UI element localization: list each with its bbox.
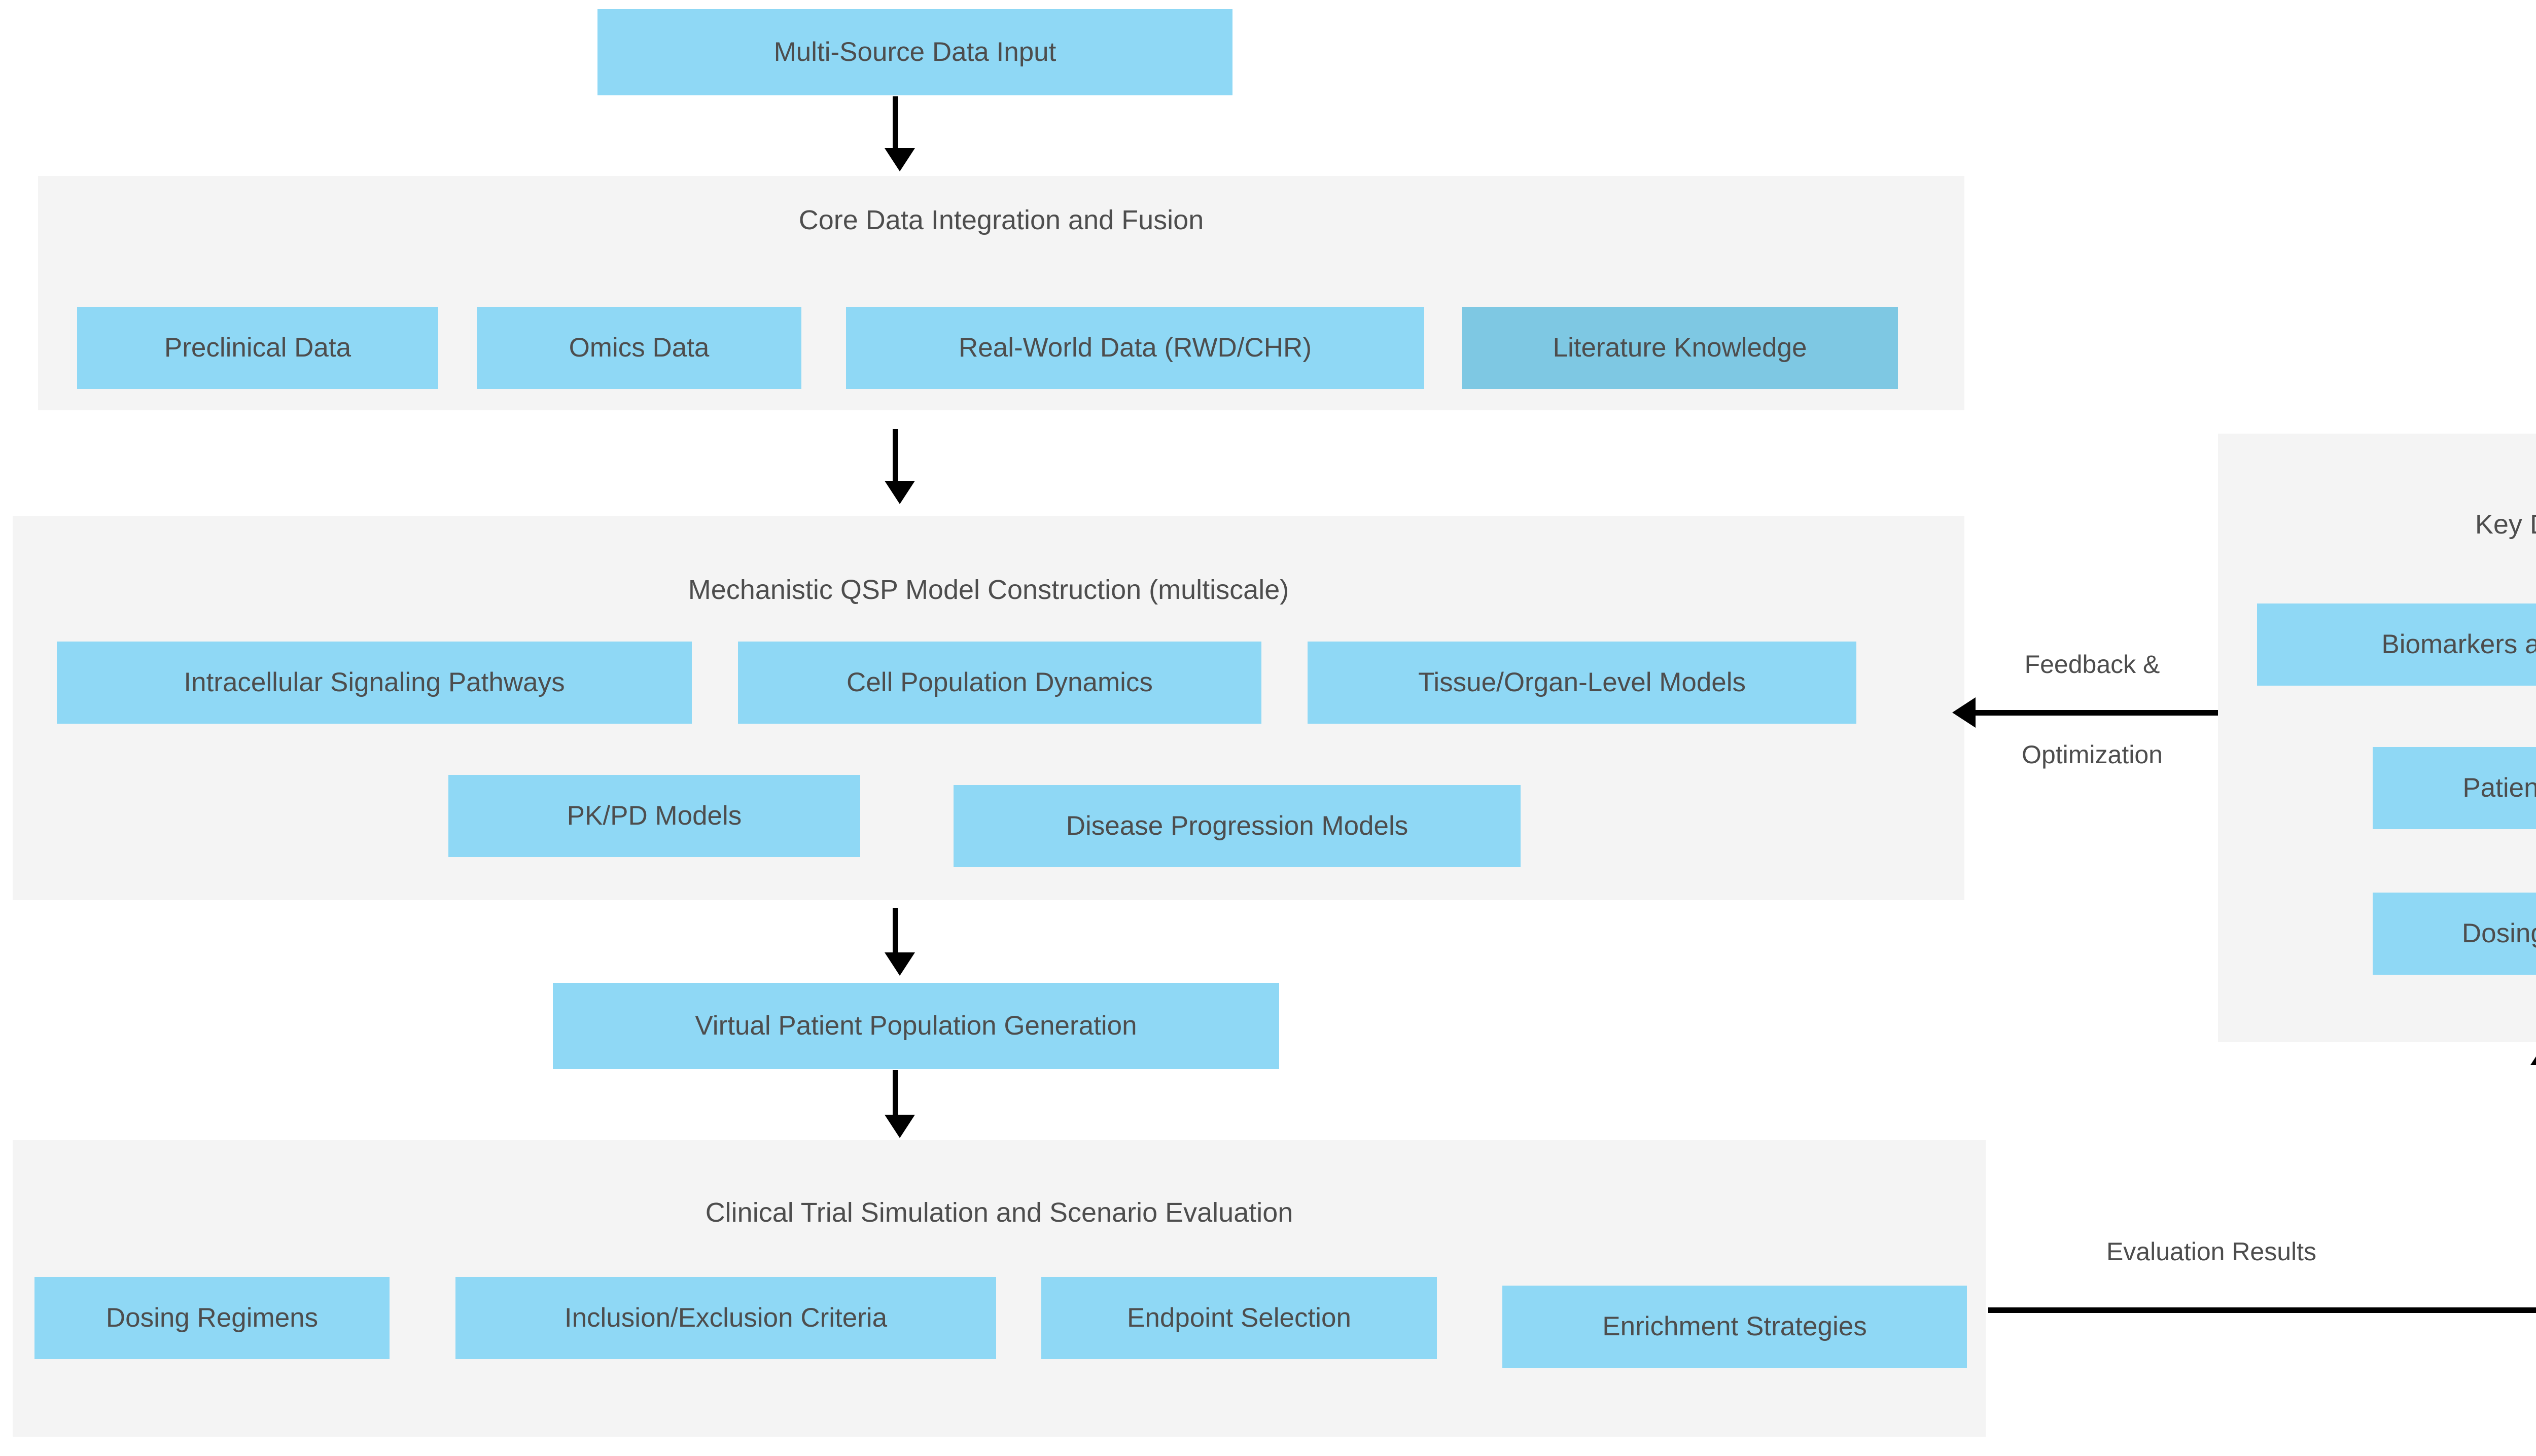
arrow-virtual-to-clinical-head bbox=[885, 1115, 915, 1138]
node-label: Multi-Source Data Input bbox=[773, 37, 1056, 67]
node-label: Disease Progression Models bbox=[1066, 810, 1408, 841]
node-dosing-regimens[interactable]: Dosing Regimens bbox=[34, 1277, 390, 1359]
node-patient-stratification[interactable]: Patient Stratification bbox=[2373, 747, 2536, 829]
node-virtual-patient-population-generation[interactable]: Virtual Patient Population Generation bbox=[553, 983, 1279, 1069]
arrow-input-to-core-shaft bbox=[893, 96, 898, 152]
node-label: Tissue/Organ-Level Models bbox=[1418, 667, 1746, 697]
node-label: Virtual Patient Population Generation bbox=[695, 1010, 1137, 1041]
node-label: Omics Data bbox=[569, 332, 710, 363]
node-label: Cell Population Dynamics bbox=[847, 667, 1153, 697]
node-multi-source-data-input[interactable]: Multi-Source Data Input bbox=[597, 9, 1232, 95]
group-title-key-decision-support: Key Decision Support bbox=[2475, 509, 2536, 540]
group-title-clinical-trial: Clinical Trial Simulation and Scenario E… bbox=[705, 1197, 1293, 1228]
node-label: Literature Knowledge bbox=[1553, 332, 1807, 363]
node-disease-progression-models[interactable]: Disease Progression Models bbox=[954, 785, 1521, 867]
node-endpoint-selection[interactable]: Endpoint Selection bbox=[1041, 1277, 1437, 1359]
node-label: Real-World Data (RWD/CHR) bbox=[959, 332, 1312, 363]
arrow-qsp-to-virtual-head bbox=[885, 952, 915, 976]
node-label: Dosing Regimens bbox=[105, 1302, 319, 1333]
node-label: Endpoint Selection bbox=[1127, 1302, 1351, 1333]
node-tissue-organ-level-models[interactable]: Tissue/Organ-Level Models bbox=[1308, 642, 1856, 724]
node-label: Dosing Optimization bbox=[2461, 918, 2536, 948]
arrow-evaluation-shaft-horizontal bbox=[1988, 1307, 2536, 1313]
edge-label-evaluation-results: Evaluation Results bbox=[2106, 1237, 2317, 1266]
node-real-world-data[interactable]: Real-World Data (RWD/CHR) bbox=[846, 307, 1424, 389]
arrow-feedback-head bbox=[1952, 697, 1976, 728]
node-label: Enrichment Strategies bbox=[1602, 1311, 1867, 1341]
arrow-core-to-qsp-shaft bbox=[893, 429, 898, 485]
group-title-core-data: Core Data Integration and Fusion bbox=[798, 205, 1204, 235]
node-preclinical-data[interactable]: Preclinical Data bbox=[77, 307, 438, 389]
node-label: Biomarkers and Endpoint Strategy bbox=[2381, 629, 2536, 659]
node-inclusion-exclusion-criteria[interactable]: Inclusion/Exclusion Criteria bbox=[455, 1277, 996, 1359]
arrow-input-to-core-head bbox=[885, 148, 915, 171]
node-label: Patient Stratification bbox=[2462, 772, 2536, 803]
node-omics-data[interactable]: Omics Data bbox=[477, 307, 801, 389]
node-biomarkers-and-endpoint-strategy[interactable]: Biomarkers and Endpoint Strategy bbox=[2257, 603, 2536, 686]
node-label: Inclusion/Exclusion Criteria bbox=[564, 1302, 888, 1333]
arrow-feedback-shaft bbox=[1976, 710, 2218, 716]
node-enrichment-strategies[interactable]: Enrichment Strategies bbox=[1502, 1286, 1967, 1368]
arrow-evaluation-head bbox=[2530, 1042, 2536, 1065]
node-dosing-optimization[interactable]: Dosing Optimization bbox=[2373, 893, 2536, 975]
group-title-qsp: Mechanistic QSP Model Construction (mult… bbox=[688, 575, 1289, 605]
node-intracellular-signaling-pathways[interactable]: Intracellular Signaling Pathways bbox=[57, 642, 692, 724]
edge-label-feedback-line1: Feedback & bbox=[2024, 650, 2160, 679]
node-pkpd-models[interactable]: PK/PD Models bbox=[448, 775, 860, 857]
node-label: Intracellular Signaling Pathways bbox=[184, 667, 565, 697]
node-literature-knowledge[interactable]: Literature Knowledge bbox=[1462, 307, 1898, 389]
node-label: PK/PD Models bbox=[567, 800, 742, 831]
edge-label-feedback-line2: Optimization bbox=[2022, 740, 2163, 769]
arrow-virtual-to-clinical-shaft bbox=[893, 1070, 898, 1118]
arrow-qsp-to-virtual-shaft bbox=[893, 908, 898, 956]
node-cell-population-dynamics[interactable]: Cell Population Dynamics bbox=[738, 642, 1261, 724]
arrow-core-to-qsp-head bbox=[885, 481, 915, 504]
node-label: Preclinical Data bbox=[164, 332, 351, 363]
